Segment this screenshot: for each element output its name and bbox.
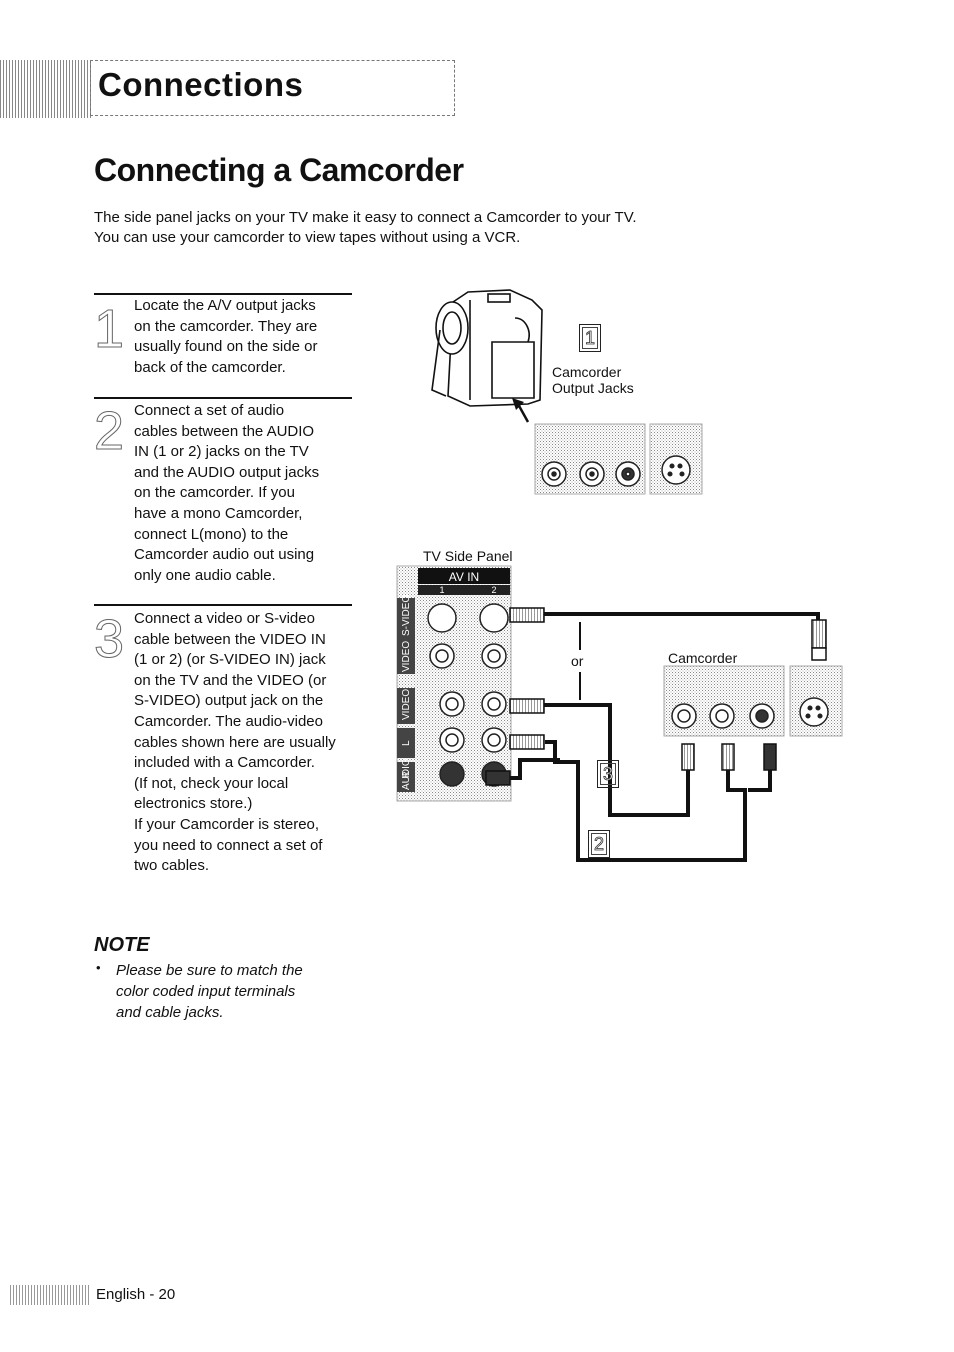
svideo-label: S-VIDEO: [401, 595, 412, 636]
intro-line-1: The side panel jacks on your TV make it …: [94, 209, 637, 226]
note-heading: NOTE: [94, 934, 150, 956]
section-title: Connections: [98, 66, 304, 103]
step-1-text: Locate the A/V output jacks on the camco…: [134, 297, 318, 376]
camcorder-output-jacks-label: Camcorder Output Jacks: [552, 364, 634, 396]
header-box: [90, 60, 455, 116]
callout-3: 3: [597, 760, 619, 788]
step-1-number: 1: [93, 299, 125, 359]
cables: [510, 612, 820, 862]
page-number: English - 20: [96, 1286, 176, 1303]
arrow-icon: [512, 398, 530, 423]
av-in-col-2: 2: [491, 585, 496, 595]
step-1-rule: [94, 293, 352, 295]
footer-pattern: [10, 1285, 90, 1305]
intro-text: The side panel jacks on your TV make it …: [94, 208, 794, 248]
video-label-2: VIDEO: [401, 689, 412, 720]
av-in-label: AV IN: [449, 570, 479, 584]
av-in-col-1: 1: [439, 585, 444, 595]
step-3-rule: [94, 604, 352, 606]
tv-side-panel: [396, 565, 512, 802]
camcorder-bottom-jack-panel: [663, 665, 843, 737]
or-label: or: [571, 653, 584, 669]
cable-plugs: [485, 607, 827, 786]
audio-l-label: L: [401, 740, 412, 746]
header-pattern: [0, 60, 92, 118]
camcorder-output-jack-panel: [534, 423, 703, 495]
video-label: VIDEO: [401, 641, 412, 672]
intro-line-2: You can use your camcorder to view tapes…: [94, 229, 521, 246]
audio-r-label: R: [401, 771, 411, 778]
step-2-text: Connect a set of audio cables between th…: [134, 402, 320, 584]
tv-side-panel-label: TV Side Panel: [423, 548, 513, 564]
audio-label: AUDIO: [401, 758, 412, 790]
step-2-rule: [94, 397, 352, 399]
callout-2: 2: [588, 830, 610, 858]
note-bullet: •: [96, 960, 101, 975]
step-3-number: 3: [93, 609, 125, 669]
step-2-number: 2: [93, 401, 125, 461]
camcorder-illustration: [431, 289, 543, 407]
callout-1: 1: [579, 324, 601, 352]
note-text: Please be sure to match the color coded …: [116, 962, 303, 1021]
step-3-text: Connect a video or S-video cable between…: [134, 610, 336, 875]
camcorder-label: Camcorder: [668, 650, 738, 666]
page-title: Connecting a Camcorder: [94, 152, 464, 188]
